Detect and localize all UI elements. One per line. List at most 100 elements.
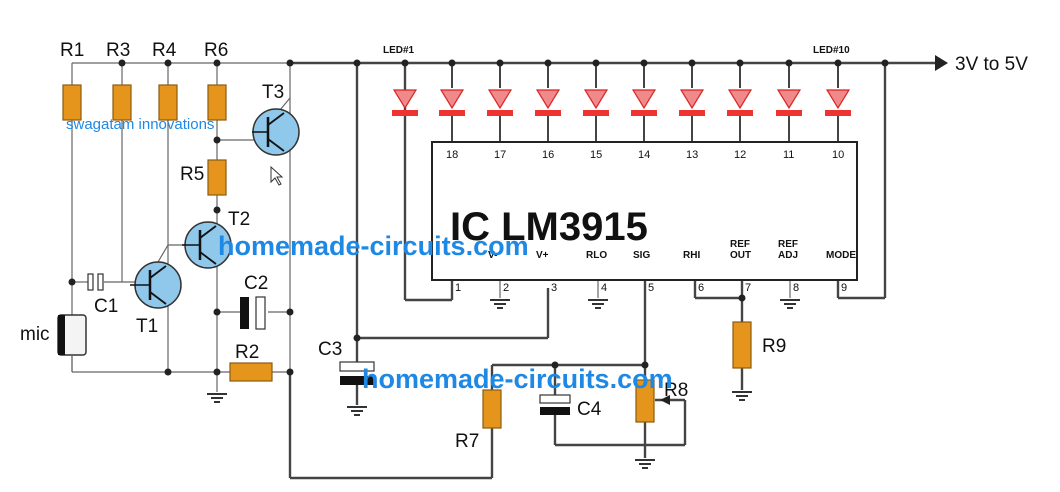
ic-top-pin: 11	[783, 149, 794, 161]
label-c2: C2	[244, 273, 268, 294]
ground-icon	[731, 391, 753, 401]
junction-dot	[286, 59, 294, 67]
ground-icon	[346, 406, 368, 416]
junction-dot	[164, 59, 172, 67]
label-r5: R5	[180, 164, 204, 185]
resistor-r1	[62, 84, 82, 121]
ic-bottom-pin-name: SIG	[633, 250, 650, 261]
cursor-icon	[270, 165, 284, 186]
led-10	[825, 63, 851, 142]
capacitor-c4	[539, 394, 571, 415]
junction-dots	[68, 59, 889, 376]
led-4	[535, 63, 561, 142]
label-c1: C1	[94, 296, 118, 317]
label-r8: R8	[664, 380, 688, 401]
led-5	[583, 63, 609, 142]
ic-bottom-pin-number: 1	[455, 282, 461, 294]
junction-dot	[353, 59, 361, 67]
main-wiring	[216, 61, 935, 480]
ic-bottom-pin-number: 9	[841, 282, 847, 294]
led-first-label: LED#1	[383, 45, 415, 56]
led-7	[679, 63, 705, 142]
junction-dot	[496, 59, 504, 67]
label-mic: mic	[20, 324, 50, 345]
resistor-r4	[158, 84, 178, 121]
junction-dot	[448, 59, 456, 67]
label-r3: R3	[106, 40, 130, 61]
ic-bottom-pin-number: 2	[503, 282, 509, 294]
ground-icon	[489, 299, 511, 309]
junction-dot	[164, 368, 172, 376]
ic-bottom-pin-name: RHI	[683, 250, 700, 261]
led-9	[776, 63, 802, 142]
ic-bottom-pin-name: V+	[536, 250, 549, 261]
label-r6: R6	[204, 40, 228, 61]
supply-label: 3V to 5V	[955, 54, 1028, 75]
junction-dot	[353, 334, 361, 342]
ic-bottom-pin-name: RLO	[586, 250, 607, 261]
label-c4: C4	[577, 399, 602, 420]
ic-bottom-pin-number: 8	[793, 282, 799, 294]
led-8	[727, 63, 753, 142]
microphone	[57, 314, 87, 372]
ic-top-pin: 12	[734, 149, 746, 161]
capacitor-c1	[87, 273, 104, 291]
junction-dot	[401, 59, 409, 67]
label-r9: R9	[762, 336, 786, 357]
junction-dot	[118, 59, 126, 67]
label-t1: T1	[136, 316, 158, 337]
junction-dot	[68, 278, 76, 286]
junction-dot	[592, 59, 600, 67]
watermark-author: swagatam innovations	[66, 116, 214, 133]
ic-bottom-pin-name: REF	[778, 239, 798, 250]
resistor-r3	[112, 84, 132, 121]
junction-dot	[213, 136, 221, 144]
transistor-t1	[130, 261, 182, 309]
ic-top-pin: 18	[446, 149, 458, 161]
ic-top-pin: 17	[494, 149, 506, 161]
ic-top-pin: 15	[590, 149, 602, 161]
junction-dot	[544, 59, 552, 67]
ic-bottom-pin-number: 7	[745, 282, 751, 294]
resistor-r7	[482, 389, 502, 429]
led-last-label: LED#10	[813, 45, 850, 56]
ground-icon	[587, 299, 609, 309]
ic-top-pin: 10	[832, 149, 844, 161]
junction-dot	[834, 59, 842, 67]
ic-bottom-pin-name: V-	[488, 250, 497, 261]
ic-bottom-pin-name: MODE	[826, 250, 856, 261]
resistor-r8	[635, 379, 655, 423]
junction-dot	[551, 361, 559, 369]
ic-body	[431, 141, 858, 281]
label-r7: R7	[455, 431, 479, 452]
ground-icon	[206, 393, 228, 403]
resistor-r9	[732, 321, 752, 369]
ic-bottom-pin-number: 3	[551, 282, 557, 294]
ic-top-pin: 16	[542, 149, 554, 161]
capacitor-c3	[339, 361, 375, 385]
ic-bottom-pin-number: 5	[648, 282, 654, 294]
ic-bottom-pin-name: REF	[730, 239, 750, 250]
led-array	[392, 63, 851, 142]
resistor-r6	[207, 84, 227, 121]
ic-title: IC LM3915	[450, 205, 648, 249]
label-r1: R1	[60, 40, 84, 61]
junction-dot	[213, 368, 221, 376]
ic-bottom-pin-number: 6	[698, 282, 704, 294]
ground-icon	[634, 459, 656, 469]
ic-bottom-pin-number: 4	[601, 282, 607, 294]
junction-dot	[213, 206, 221, 214]
led-2	[439, 63, 465, 142]
led-3	[487, 63, 513, 142]
ic-top-pin: 13	[686, 149, 698, 161]
capacitor-c2	[240, 296, 266, 330]
ic-bottom-pin-name: ADJ	[778, 250, 798, 261]
ground-icon	[779, 299, 801, 309]
transistor-t2	[182, 221, 232, 269]
junction-dot	[213, 59, 221, 67]
junction-dot	[738, 294, 746, 302]
